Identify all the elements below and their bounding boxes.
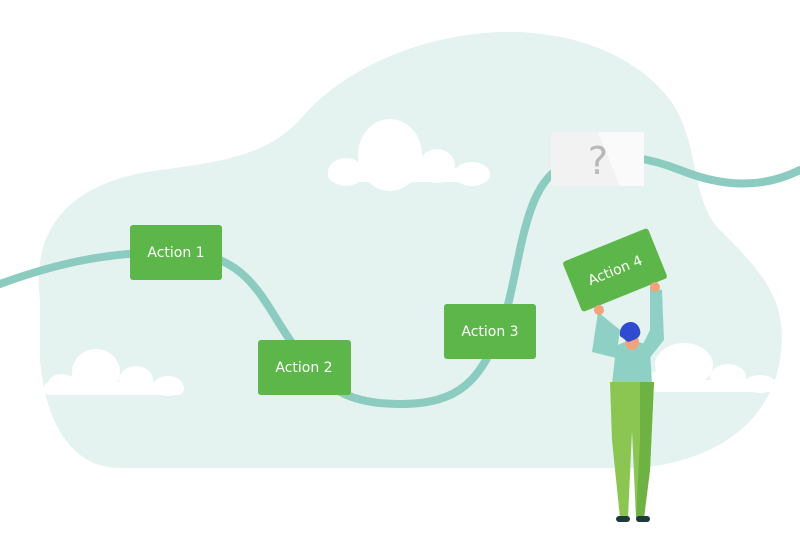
person-pants-shade bbox=[636, 382, 654, 518]
person-right-arm bbox=[640, 288, 664, 360]
person-left-arm bbox=[592, 312, 620, 358]
step-action-2-label: Action 2 bbox=[275, 360, 332, 376]
person-shoe-right bbox=[636, 516, 650, 522]
step-action-1: Action 1 bbox=[130, 225, 222, 280]
person-shoe-left bbox=[616, 516, 630, 522]
cloud-left bbox=[44, 349, 184, 396]
person-right-hand bbox=[650, 282, 660, 292]
person-left-hand bbox=[594, 305, 604, 315]
step-action-3: Action 3 bbox=[444, 304, 536, 359]
person-hair bbox=[619, 322, 641, 342]
step-action-4: Action 4 bbox=[563, 228, 667, 312]
person bbox=[592, 288, 664, 522]
person-torso bbox=[612, 341, 652, 384]
step-action-1-label: Action 1 bbox=[147, 245, 204, 261]
unknown-step-card: ? bbox=[551, 132, 644, 186]
cloud-right bbox=[640, 343, 776, 393]
step-action-2: Action 2 bbox=[258, 340, 351, 395]
step-action-3-label: Action 3 bbox=[461, 324, 518, 340]
question-mark: ? bbox=[588, 139, 608, 183]
cloud-top bbox=[328, 119, 490, 191]
